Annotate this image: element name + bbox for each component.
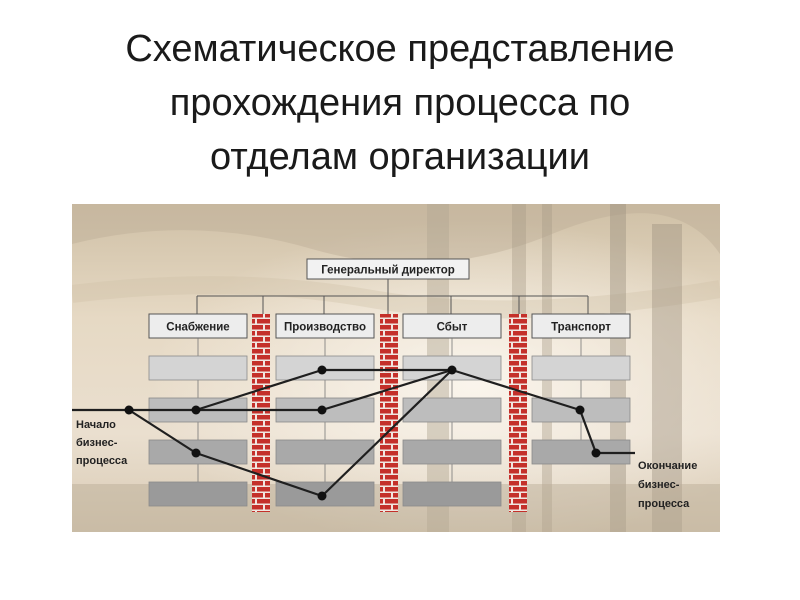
start-label: Начало бизнес- процесса: [76, 419, 128, 467]
process-node: [124, 405, 134, 415]
process-node: [191, 448, 201, 458]
director-box: Генеральный директор: [306, 258, 470, 280]
brick-wall-2: [380, 314, 398, 512]
process-path: [72, 365, 635, 501]
start-label-line-2: бизнес-: [76, 437, 118, 449]
dept-label-transport: Транспорт: [551, 322, 611, 334]
dept-box-production: [275, 313, 375, 339]
dept-label-sales: Сбыт: [437, 322, 468, 334]
start-label-line-3: процесса: [76, 455, 128, 467]
process-node: [575, 405, 585, 415]
unit-box: [531, 355, 631, 381]
process-node: [591, 448, 601, 458]
brick-wall-3: [509, 314, 527, 512]
dept-box-supply: [148, 313, 248, 339]
brick-walls: [252, 314, 527, 512]
end-label-line-3: процесса: [638, 498, 690, 510]
slide-title: Схематическое представление прохождения …: [40, 22, 760, 184]
unit-box: [148, 481, 248, 507]
process-node: [317, 405, 327, 415]
end-label-line-1: Окончание: [638, 460, 697, 472]
title-line-1: Схематическое представление: [125, 28, 675, 70]
process-node: [317, 491, 327, 501]
unit-box: [148, 355, 248, 381]
process-node: [447, 365, 457, 375]
director-label: Генеральный директор: [321, 265, 455, 277]
sub-unit-columns: [148, 338, 631, 507]
title-line-3: отделам организации: [210, 136, 590, 178]
end-label-line-2: бизнес-: [638, 479, 680, 491]
dept-label-supply: Снабжение: [166, 322, 229, 334]
process-node: [191, 405, 201, 415]
dept-label-production: Производство: [284, 322, 366, 334]
end-label: Окончание бизнес- процесса: [638, 460, 697, 510]
unit-box: [402, 397, 502, 423]
department-headers: Снабжение Производство Сбыт Транспорт: [148, 313, 631, 339]
brick-wall-1: [252, 314, 270, 512]
start-label-line-1: Начало: [76, 419, 116, 431]
dept-box-sales: [402, 313, 502, 339]
unit-box: [402, 439, 502, 465]
unit-box: [402, 481, 502, 507]
process-node: [317, 365, 327, 375]
process-diagram: Генеральный директор Снабжение Производс…: [72, 204, 720, 532]
title-line-2: прохождения процесса по: [169, 82, 631, 124]
org-connectors: [196, 279, 589, 314]
